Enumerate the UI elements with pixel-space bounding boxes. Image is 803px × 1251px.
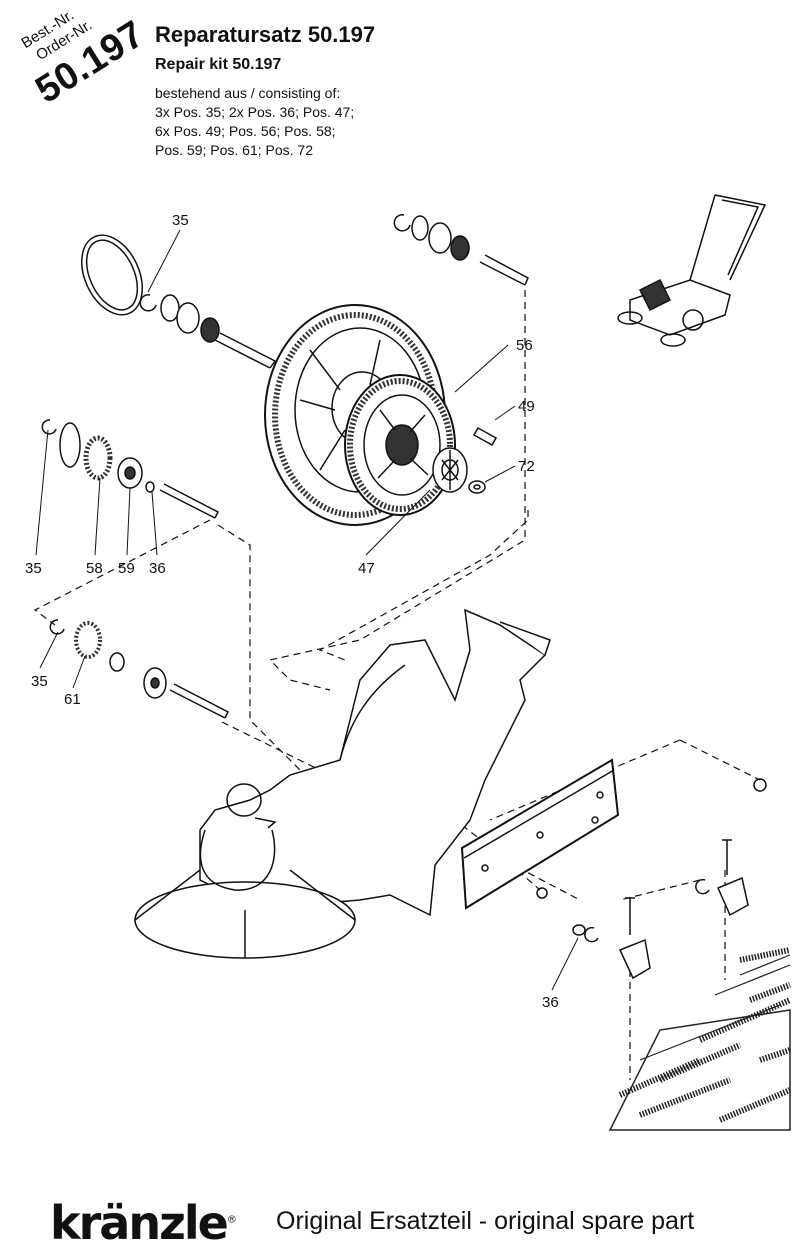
washer-72 xyxy=(468,480,486,494)
callout-leader-lines xyxy=(35,229,579,991)
drive-gear-61 xyxy=(49,619,230,719)
fasteners xyxy=(536,778,767,980)
brand-name: kränzle xyxy=(50,1196,229,1250)
brush-housing xyxy=(199,608,551,917)
retaining-ring xyxy=(81,234,143,316)
callout-35: 35 xyxy=(25,560,42,577)
callout-58: 58 xyxy=(86,560,103,577)
kit-contents-line: 6x Pos. 49; Pos. 56; Pos. 58; xyxy=(155,123,336,139)
callout-47: 47 xyxy=(358,560,375,577)
callout-49: 49 xyxy=(518,398,535,415)
callout-35: 35 xyxy=(172,212,189,229)
callout-59: 59 xyxy=(118,560,135,577)
left-gear-group xyxy=(41,419,220,519)
callout-72: 72 xyxy=(518,458,535,475)
footer-tagline: Original Ersatzteil - original spare par… xyxy=(276,1207,695,1235)
kit-contents-line: bestehend aus / consisting of: xyxy=(155,85,341,101)
kit-contents-line: 3x Pos. 35; 2x Pos. 36; Pos. 47; xyxy=(155,104,355,120)
sweeper-brush-bristles xyxy=(608,947,792,1131)
callout-36: 36 xyxy=(149,560,166,577)
upper-shaft-assembly xyxy=(139,294,277,369)
page-subtitle: Repair kit 50.197 xyxy=(155,56,282,73)
gear-wheel-56 xyxy=(344,374,456,516)
side-brush xyxy=(134,783,356,959)
upper-right-shaft-assembly xyxy=(393,214,529,286)
kit-contents-line: Pos. 59; Pos. 61; Pos. 72 xyxy=(155,142,313,158)
registered-mark: ® xyxy=(226,1214,237,1226)
callout-labels: 35 56 49 72 47 35 58 59 36 35 61 36 xyxy=(25,212,559,1011)
page-title: Reparatursatz 50.197 xyxy=(155,22,376,47)
callout-35: 35 xyxy=(31,673,48,690)
callout-36: 36 xyxy=(542,994,559,1011)
callout-56: 56 xyxy=(516,337,533,354)
small-gear-47 xyxy=(432,447,468,493)
sweeper-overview-thumbnail xyxy=(617,194,767,347)
kranzle-logo: kränzle® xyxy=(50,1196,237,1250)
pin-49 xyxy=(472,426,498,447)
callout-61: 61 xyxy=(64,691,81,708)
mounting-plate xyxy=(460,758,620,910)
kit-contents: bestehend aus / consisting of: 3x Pos. 3… xyxy=(155,84,354,160)
